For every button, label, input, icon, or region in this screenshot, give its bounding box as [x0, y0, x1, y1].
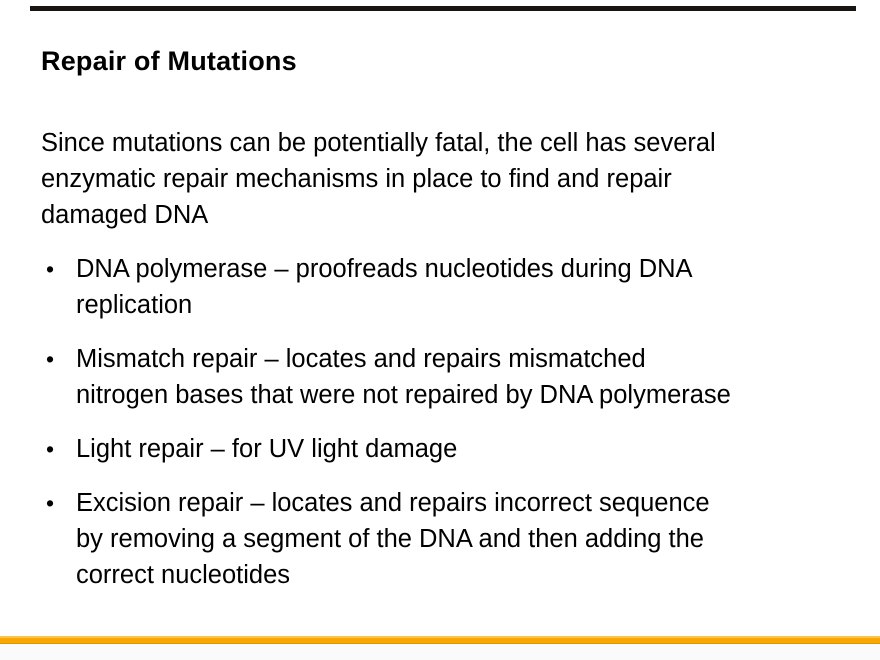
bullet-list: • DNA polymerase – proofreads nucleotide…: [41, 251, 844, 593]
bottom-accent-bar: [0, 636, 880, 644]
bullet-text: Mismatch repair – locates and repairs mi…: [76, 345, 731, 409]
bullet-dot: •: [46, 436, 55, 462]
bullet-item: • Mismatch repair – locates and repairs …: [41, 341, 844, 413]
bullet-text: Light repair – for UV light damage: [76, 435, 458, 463]
bullet-text: Excision repair – locates and repairs in…: [76, 489, 710, 589]
footer-strip: [0, 644, 880, 660]
bullet-item: • DNA polymerase – proofreads nucleotide…: [41, 251, 844, 323]
slide-title: Repair of Mutations: [41, 46, 297, 76]
bullet-dot: •: [46, 346, 55, 372]
bullet-item: • Light repair – for UV light damage: [41, 431, 844, 467]
bullet-dot: •: [46, 490, 55, 516]
slide-content: Repair of Mutations Since mutations can …: [41, 43, 844, 593]
intro-paragraph: Since mutations can be potentially fatal…: [41, 129, 716, 229]
bullet-text: DNA polymerase – proofreads nucleotides …: [76, 255, 693, 319]
bullet-item: • Excision repair – locates and repairs …: [41, 485, 844, 593]
bullet-dot: •: [46, 256, 55, 282]
top-accent-bar: [30, 6, 856, 11]
